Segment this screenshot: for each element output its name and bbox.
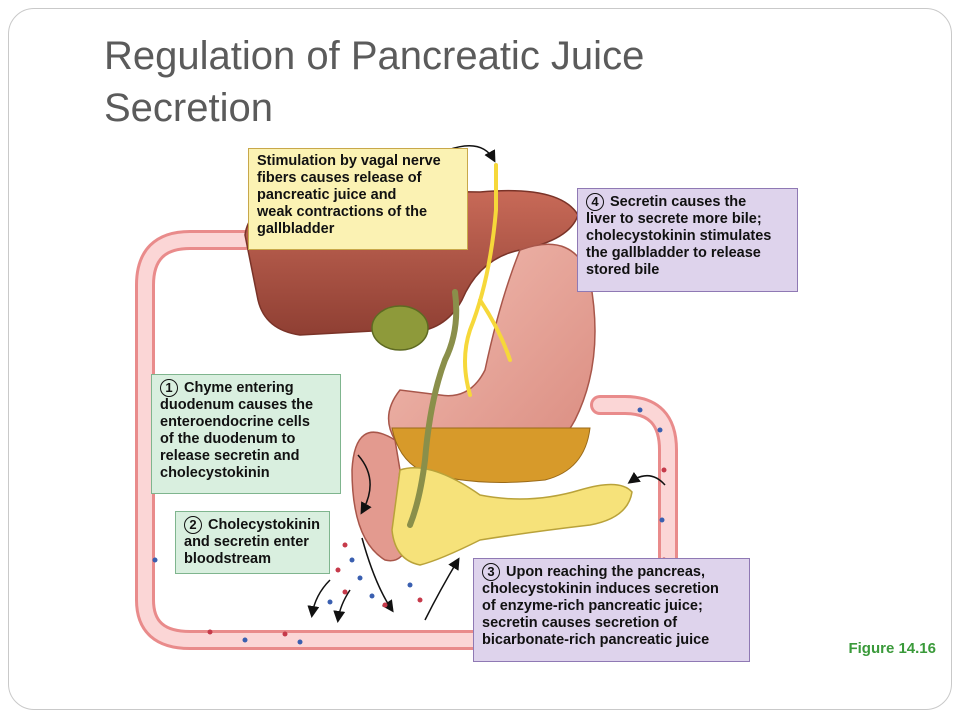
callout-step-1-line: Chyme entering xyxy=(184,380,294,396)
callout-step-4: 4 Secretin causes the liver to secrete mo… xyxy=(577,188,798,292)
callout-step-1-line: release secretin and xyxy=(160,448,300,464)
callout-step-3-line: secretin causes secretion of xyxy=(482,615,678,631)
step-1-number: 1 xyxy=(160,379,178,397)
vagal-nerve xyxy=(463,163,512,397)
callout-step-4-line: Secretin causes the xyxy=(610,194,747,210)
gallbladder xyxy=(371,305,429,351)
slide-title-line-1: Regulation of Pancreatic Juice xyxy=(104,34,645,78)
step-4-number: 4 xyxy=(586,193,604,211)
callout-vagal-line: Stimulation by vagal nerve xyxy=(257,153,441,169)
callout-step-2-line: Cholecystokinin xyxy=(208,517,320,533)
slide-title: Regulation of Pancreatic Juice Secretion xyxy=(104,30,804,134)
callout-vagal-line: fibers causes release of xyxy=(257,170,422,186)
callout-step-3-line: Upon reaching the pancreas, xyxy=(506,564,706,580)
bile-duct xyxy=(407,289,460,528)
callout-vagal-line: gallbladder xyxy=(257,221,335,237)
callout-step-1: 1 Chyme entering duodenum causes the ente… xyxy=(151,374,341,494)
callout-step-3: 3 Upon reaching the pancreas, cholecystok… xyxy=(473,558,750,662)
figure-label: Figure 14.16 xyxy=(848,640,936,657)
callout-step-4-line: stored bile xyxy=(586,262,660,278)
callout-step-3-line: of enzyme-rich pancreatic juice; xyxy=(482,598,703,614)
blood-vessel-loop xyxy=(135,230,678,650)
callout-step-2-line: and secretin enter xyxy=(184,534,309,550)
step-3-number: 3 xyxy=(482,563,500,581)
callout-vagal-line: weak contractions of the xyxy=(257,204,428,220)
step-2-number: 2 xyxy=(184,516,202,534)
callout-step-2: 2 Cholecystokinin and secretin enter bloo… xyxy=(175,511,330,574)
callout-step-2-line: bloodstream xyxy=(184,551,272,567)
pancreas xyxy=(391,467,633,566)
callout-step-4-line: liver to secrete more bile; xyxy=(586,211,762,227)
callout-step-1-line: enteroendocrine cells xyxy=(160,414,310,430)
callout-step-1-line: cholecystokinin xyxy=(160,465,270,481)
callout-step-1-line: of the duodenum to xyxy=(160,431,296,447)
callout-vagal-line: pancreatic juice and xyxy=(257,187,397,203)
chyme xyxy=(391,427,591,483)
callout-step-3-line: cholecystokinin induces secretion xyxy=(482,581,719,597)
callout-step-1-line: duodenum causes the xyxy=(160,397,314,413)
slide-title-line-2: Secretion xyxy=(104,86,273,130)
callout-step-4-line: the gallbladder to release xyxy=(586,245,761,261)
callout-step-3-line: bicarbonate-rich pancreatic juice xyxy=(482,632,710,648)
callout-vagal-stimulation: Stimulation by vagal nerve fibers causes… xyxy=(248,148,468,250)
callout-step-4-line: cholecystokinin stimulates xyxy=(586,228,772,244)
